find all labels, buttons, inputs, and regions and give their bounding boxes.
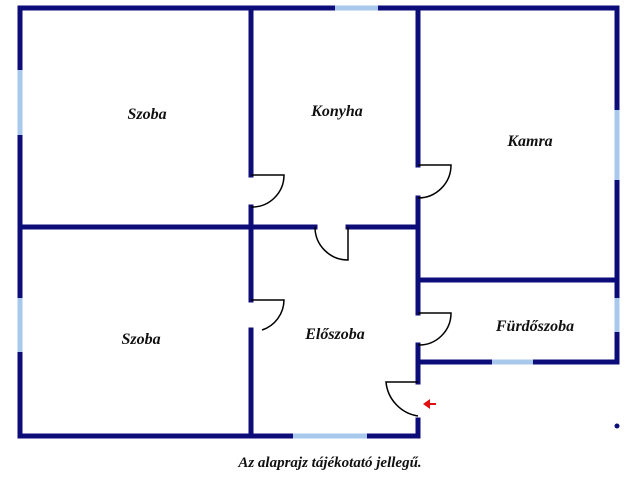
entrance-arrow-icon	[423, 399, 436, 409]
windows	[17, 5, 620, 439]
room-label-kamra: Kamra	[506, 133, 552, 150]
room-label-eloszoba: Előszoba	[304, 326, 365, 343]
room-label-furdoszoba: Fürdőszoba	[495, 318, 574, 335]
doors	[250, 164, 452, 417]
room-label-konyha: Konyha	[310, 103, 363, 120]
walls	[17, 5, 620, 439]
marker-dot	[614, 423, 620, 429]
room-label-szoba-1: Szoba	[127, 106, 166, 123]
caption: Az alaprajz tájékotató jellegű.	[237, 455, 421, 471]
room-label-szoba-2: Szoba	[121, 331, 160, 348]
